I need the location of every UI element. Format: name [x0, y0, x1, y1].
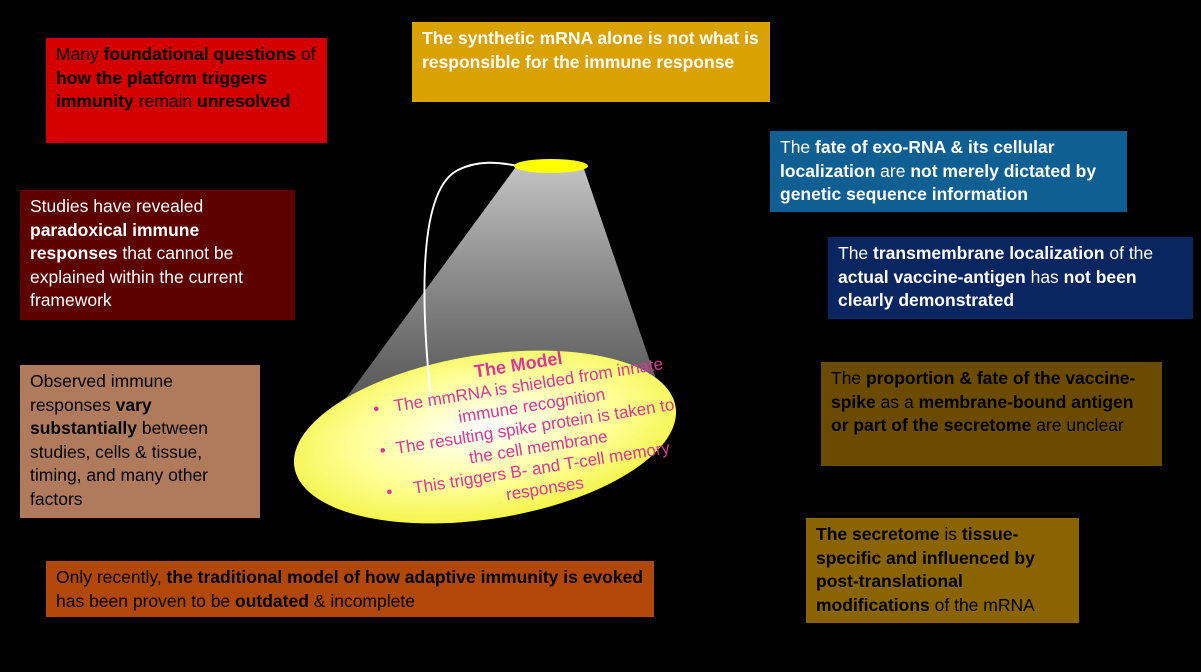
- light-pool: [293, 350, 677, 524]
- transmembrane-localization-box: The transmembrane localization of the ac…: [828, 237, 1193, 319]
- synthetic-mrna-box: The synthetic mRNA alone is not what is …: [412, 22, 770, 102]
- paradoxical-responses-box: Studies have revealed paradoxical immune…: [20, 190, 295, 320]
- foundational-questions-box: Many foundational questions of how the p…: [46, 38, 327, 143]
- traditional-model-box: Only recently, the traditional model of …: [46, 561, 654, 617]
- secretome-box: The secretome is tissue-specific and inf…: [806, 518, 1079, 623]
- spike-proportion-box: The proportion & fate of the vaccine-spi…: [821, 362, 1162, 466]
- lamp-cable: [423, 161, 519, 411]
- exo-rna-fate-box: The fate of exo-RNA & its cellular local…: [770, 131, 1127, 212]
- observed-responses-box: Observed immune responses vary substanti…: [20, 365, 260, 518]
- lamp-head: [514, 159, 588, 173]
